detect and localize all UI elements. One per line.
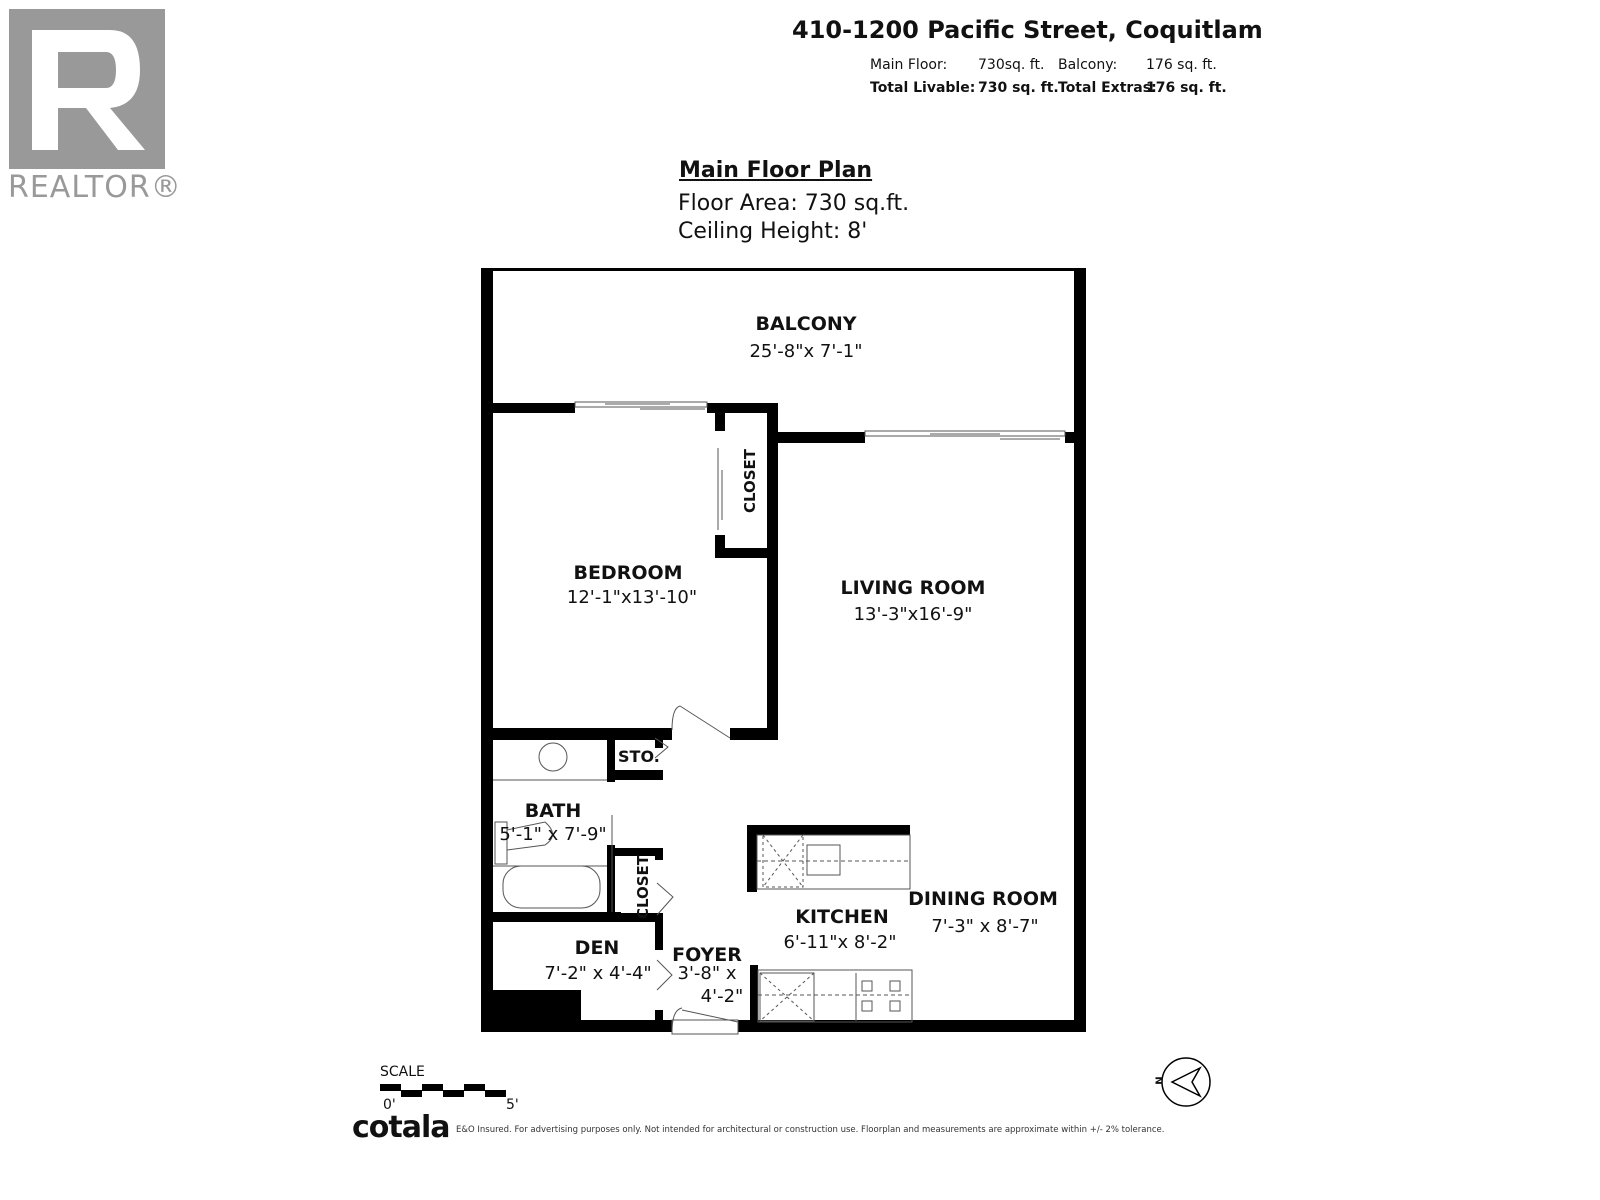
room-name-foyer: FOYER [672,944,742,966]
room-dims-bath: 5'-1" x 7'-9" [499,824,607,845]
realtor-wordmark: REALTOR® [8,170,182,205]
cotala-logo: cotala [352,1110,451,1145]
total-extras-label: Total Extras: [1058,80,1157,96]
room-dims-bedroom: 12'-1"x13'-10" [566,587,698,608]
room-dims-den: 7'-2" x 4'-4" [544,963,652,984]
realtor-logo [9,9,165,169]
room-name-living-room: LIVING ROOM [840,577,986,599]
room-name-bedroom: BEDROOM [573,562,683,584]
storage-label: STO. [618,747,660,766]
plan-heading: Main Floor Plan [679,158,873,183]
room-dims-living-room: 13'-3"x16'-9" [853,604,973,625]
closet-label-foyer: CLOSET [634,854,653,920]
room-name-den: DEN [574,937,620,959]
disclaimer: E&O Insured. For advertising purposes on… [456,1125,1165,1135]
room-name-bath: BATH [524,800,582,822]
room-dims-dining-room: 7'-3" x 8'-7" [931,916,1039,937]
room-dims-kitchen: 6'-11"x 8'-2" [783,932,897,953]
room-name-kitchen: KITCHEN [795,906,889,928]
scale-start: 0' [383,1097,396,1113]
property-address: 410-1200 Pacific Street, Coquitlam [792,16,1263,44]
scale-label: SCALE [380,1064,425,1080]
total-extras-value: 176 sq. ft. [1146,80,1227,96]
total-livable-label: Total Livable: [870,80,976,96]
main-floor-label: Main Floor: [870,57,948,73]
balcony-label: Balcony: [1058,57,1118,73]
floor-area: Floor Area: 730 sq.ft. [678,191,910,216]
total-livable-value: 730 sq. ft. [978,80,1059,96]
closet-label-bedroom: CLOSET [741,448,760,514]
scale-end: 5' [506,1097,519,1113]
compass-north-label: N [1154,1076,1166,1085]
room-name-dining-room: DINING ROOM [908,888,1058,910]
room-name-balcony: BALCONY [755,313,857,335]
main-floor-value: 730sq. ft. [978,57,1045,73]
room-dims-foyer-2: 4'-2" [700,986,744,1007]
balcony-value: 176 sq. ft. [1146,57,1217,73]
ceiling-height: Ceiling Height: 8' [678,219,868,244]
room-dims-foyer: 3'-8" x [677,963,737,984]
room-dims-balcony: 25'-8"x 7'-1" [749,341,863,362]
